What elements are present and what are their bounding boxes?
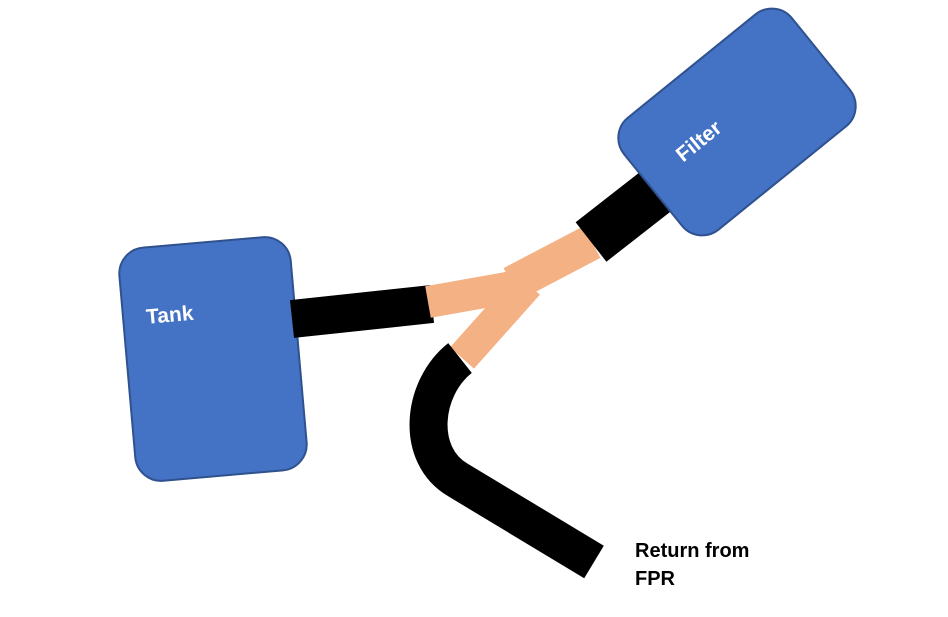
return-label: Return from FPR [635,540,755,590]
tank-outlet-hose [289,285,435,338]
filter-body [617,7,857,237]
return-hose [409,343,604,579]
return-label-line1: Return from [635,540,749,562]
y-connector-filter-arm [503,226,601,300]
tank: Tank [118,236,308,482]
filter-inlet-hose [575,172,671,262]
y-connector-return-arm [450,273,540,369]
return-label-line2: FPR [635,568,676,590]
filter: Filter [617,7,857,237]
tank-body [118,236,308,482]
tank-label: Tank [145,302,195,329]
y-connector [425,226,601,369]
